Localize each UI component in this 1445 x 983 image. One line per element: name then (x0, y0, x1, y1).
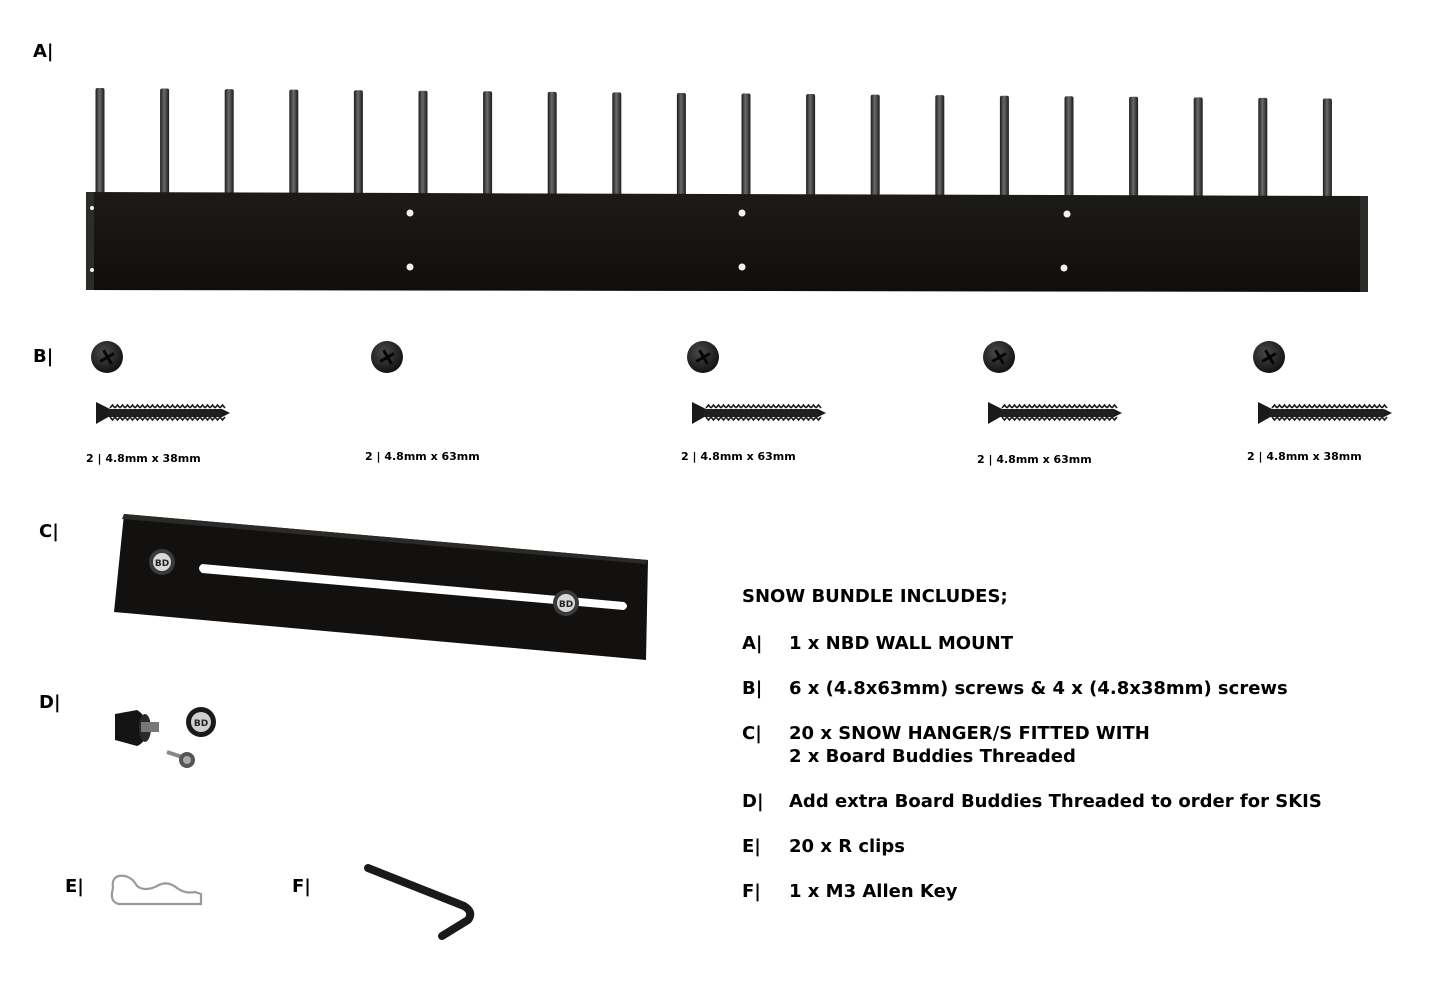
rack-pin (1322, 98, 1332, 200)
label-a: A| (33, 41, 54, 62)
bundle-item-letter: C| (742, 723, 762, 744)
screw-head (1253, 341, 1285, 373)
rack-pin (870, 94, 880, 200)
r-clip-image (110, 874, 203, 906)
rack-pin (160, 88, 170, 200)
rack-pin (1193, 97, 1203, 200)
bundle-item-letter: E| (742, 836, 761, 857)
label-f: F| (292, 876, 311, 897)
wall-mount-rack-image (86, 88, 1368, 292)
rack-pin (547, 91, 557, 200)
bundle-item-letter: A| (742, 633, 763, 654)
label-e: E| (65, 876, 84, 897)
rack-pin (289, 89, 299, 200)
bundle-item-text: 1 x M3 Allen Key (789, 881, 958, 902)
bundle-item-text: Add extra Board Buddies Threaded to orde… (789, 791, 1322, 812)
rack-pin (418, 90, 428, 200)
rack-pin (95, 88, 105, 200)
label-d: D| (39, 692, 61, 713)
rack-pin (1064, 96, 1074, 200)
rack-pin (1258, 97, 1268, 200)
screw-head (371, 341, 403, 373)
snow-hanger-image: BD BD (114, 514, 648, 660)
hanger-badge-right: BD (559, 600, 573, 610)
rack-pin (1129, 96, 1139, 200)
buddy-badge: BD (194, 719, 208, 729)
rack-pin (224, 89, 234, 200)
bundle-item-text: 6 x (4.8x63mm) screws & 4 x (4.8x38mm) s… (789, 678, 1288, 699)
rack-pin (353, 90, 363, 200)
hanger-badge-left: BD (155, 559, 169, 569)
label-b: B| (33, 346, 54, 367)
screw-caption: 2 | 4.8mm x 63mm (365, 450, 480, 463)
screw-body (1258, 402, 1392, 424)
bundle-title: SNOW BUNDLE INCLUDES; (742, 586, 1008, 607)
bundle-item-text: 20 x R clips (789, 836, 905, 857)
bundle-item-letter: D| (742, 791, 764, 812)
rack-pin (676, 92, 686, 200)
bundle-item-text-line2: 2 x Board Buddies Threaded (789, 746, 1076, 767)
rack-pin (612, 92, 622, 200)
rack-pin (935, 95, 945, 200)
allen-key-image (364, 864, 475, 940)
rack-pin (806, 94, 816, 200)
bundle-item-text: 1 x NBD WALL MOUNT (789, 633, 1014, 654)
screw-body (988, 402, 1122, 424)
bundle-item-text: 20 x SNOW HANGER/S FITTED WITH (789, 723, 1150, 744)
screw-head (983, 341, 1015, 373)
screw-body (96, 402, 230, 424)
screw-caption: 2 | 4.8mm x 38mm (86, 452, 201, 465)
bundle-item-letter: F| (742, 881, 761, 902)
screw-caption: 2 | 4.8mm x 63mm (977, 453, 1092, 466)
bundle-item-letter: B| (742, 678, 763, 699)
screw-head (687, 341, 719, 373)
screw-caption: 2 | 4.8mm x 63mm (681, 450, 796, 463)
rack-pin (999, 95, 1009, 200)
label-c: C| (39, 521, 59, 542)
screw-head (91, 341, 123, 373)
board-buddies-image: BD (115, 707, 216, 768)
rack-pin (741, 93, 751, 200)
rack-pin (483, 91, 493, 200)
screw-body (692, 402, 826, 424)
screw-caption: 2 | 4.8mm x 38mm (1247, 450, 1362, 463)
